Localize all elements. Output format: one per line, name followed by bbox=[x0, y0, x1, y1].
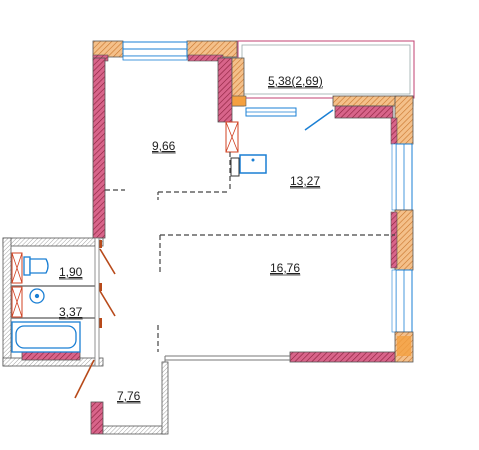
right-pier-core bbox=[390, 211, 398, 269]
room-area-label: 1,90 bbox=[59, 265, 83, 279]
wet-zone-partition bbox=[94, 237, 100, 367]
right-window-upper bbox=[391, 143, 413, 211]
right-upper-wall bbox=[332, 95, 414, 145]
sink-icon bbox=[230, 154, 267, 177]
dashed-partitions bbox=[105, 152, 395, 352]
right-lower-accent bbox=[397, 336, 411, 356]
bottom-bearing-wall bbox=[289, 351, 396, 363]
middle-column bbox=[217, 57, 247, 153]
bathtub-icon bbox=[11, 321, 81, 353]
vent-shaft-icon bbox=[11, 252, 23, 318]
door-swings bbox=[74, 240, 116, 399]
room-area-label: 3,37 bbox=[59, 305, 83, 319]
room-area-label: 5,38(2,69) bbox=[268, 74, 323, 88]
right-pier bbox=[394, 209, 414, 271]
washbasin-icon bbox=[29, 288, 45, 304]
room-area-label: 9,66 bbox=[152, 139, 176, 153]
room-area-label: 16,76 bbox=[270, 261, 300, 275]
room-labels: 9,66 5,38(2,69) 13,27 16,76 1,90 3,37 7,… bbox=[59, 74, 323, 404]
left-bearing-wall bbox=[92, 57, 106, 239]
wet-zone-walls bbox=[2, 237, 104, 367]
room-area-label: 7,76 bbox=[117, 389, 141, 403]
room-area-label: 13,27 bbox=[290, 174, 320, 188]
top-window bbox=[122, 41, 188, 61]
toilet-icon bbox=[23, 256, 49, 276]
balcony-outline bbox=[237, 40, 415, 99]
right-window-lower bbox=[391, 269, 413, 333]
top-wall bbox=[92, 40, 238, 62]
balcony-door bbox=[245, 107, 334, 131]
entrance-walls bbox=[90, 356, 169, 435]
